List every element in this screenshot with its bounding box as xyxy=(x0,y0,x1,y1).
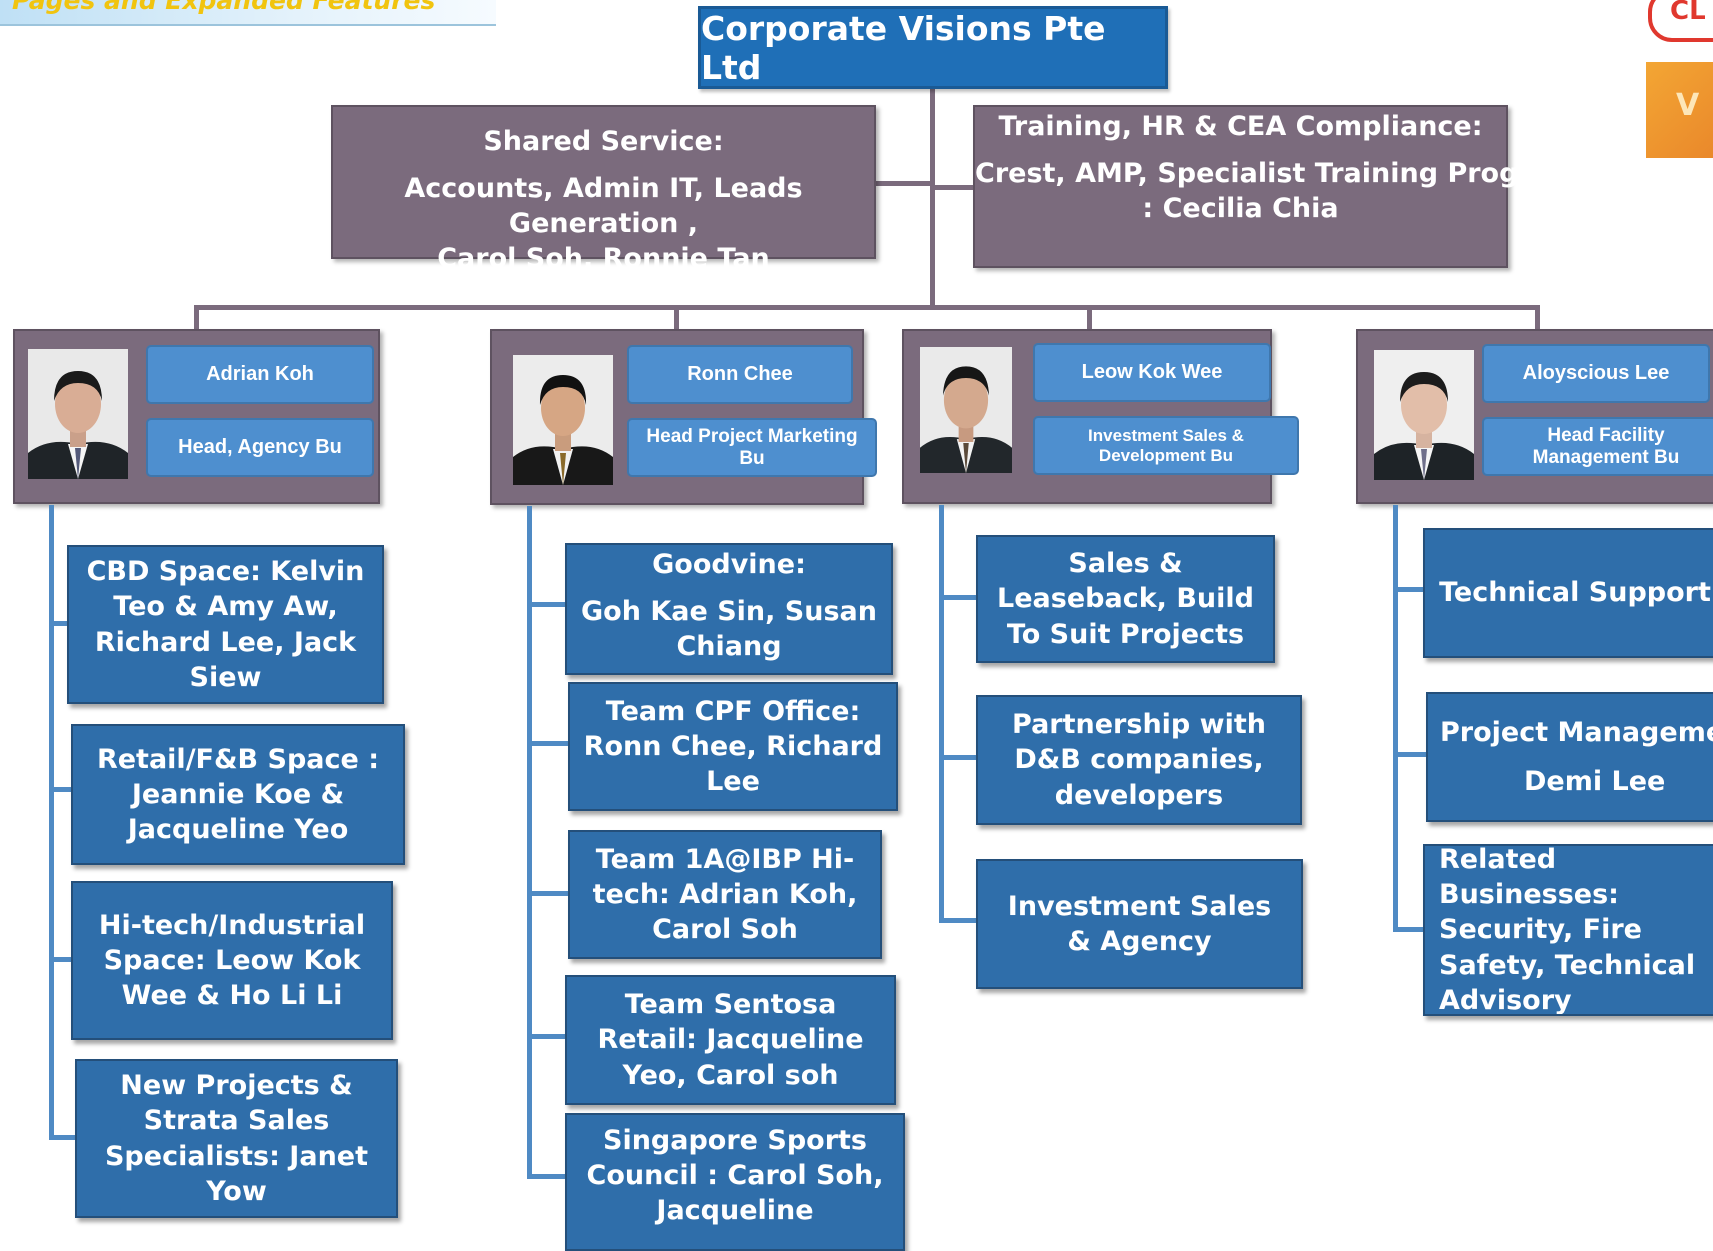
connector-fm-1 xyxy=(1393,587,1423,592)
connector-agency-1 xyxy=(49,621,69,626)
corner-logo: CL xyxy=(1648,0,1713,42)
team-project-management-label: Project Management xyxy=(1440,716,1713,748)
team-project-management: Project Management Demi Lee xyxy=(1426,692,1713,822)
team-cbd-space-label: CBD Space: Kelvin Teo & Amy Aw, Richard … xyxy=(86,556,365,693)
connector-shared-service xyxy=(876,181,935,186)
leader-name-4: Aloyscious Lee xyxy=(1482,344,1710,403)
connector-pm-3 xyxy=(527,891,568,896)
connector-pm-4 xyxy=(527,1034,565,1039)
team-sentosa-retail-label: Team Sentosa Retail: Jacqueline Yeo, Car… xyxy=(597,989,864,1091)
connector-inv-3 xyxy=(939,918,976,923)
team-1a-ibp-label: Team 1A@IBP Hi-tech: Adrian Koh, Carol S… xyxy=(592,843,858,946)
team-related-businesses: Related Businesses: Security, Fire Safet… xyxy=(1423,844,1713,1016)
connector-pm-5 xyxy=(527,1174,565,1179)
connector-inv-vertical xyxy=(939,505,944,923)
team-goodvine: Goodvine: Goh Kae Sin, Susan Chiang xyxy=(565,543,893,675)
team-project-management-owner: Demi Lee xyxy=(1524,766,1666,797)
shared-service-title: Shared Service: xyxy=(483,126,724,157)
team-partnership: Partnership with D&B companies, develope… xyxy=(976,695,1302,825)
leader-card-2: Ronn Chee Head Project Marketing Bu xyxy=(490,329,877,505)
shared-service-subtitle: Accounts, Admin IT, Leads Generation , xyxy=(404,173,803,240)
team-technical-support-label: Technical Support xyxy=(1439,577,1711,609)
connector-horizontal-bus xyxy=(194,305,1540,310)
team-1a-ibp: Team 1A@IBP Hi-tech: Adrian Koh, Carol S… xyxy=(568,830,882,959)
team-new-projects: New Projects & Strata Sales Specialists:… xyxy=(75,1059,398,1218)
connector-pm-1 xyxy=(527,602,565,607)
banner-text: Pages and Expanded Features xyxy=(12,0,436,15)
root-company-box: Corporate Visions Pte Ltd xyxy=(698,6,1168,89)
training-programs: Crest, AMP, Specialist Training Program xyxy=(975,158,1579,190)
connector-leader-2 xyxy=(674,305,679,330)
team-cpf-office-label: Team CPF Office: Ronn Chee, Richard Lee xyxy=(583,695,883,798)
team-goodvine-members: Goh Kae Sin, Susan Chiang xyxy=(581,596,877,663)
shared-service-box: Shared Service: Accounts, Admin IT, Lead… xyxy=(331,105,876,274)
team-technical-support: Technical Support xyxy=(1423,528,1713,658)
connector-agency-2 xyxy=(49,787,71,792)
leader-card-3: Leow Kok Wee Investment Sales & Developm… xyxy=(902,329,1299,504)
team-retail-space: Retail/F&B Space : Jeannie Koe & Jacquel… xyxy=(71,724,405,865)
team-retail-space-label: Retail/F&B Space : Jeannie Koe & Jacquel… xyxy=(96,743,380,846)
top-banner: Pages and Expanded Features xyxy=(0,0,496,26)
team-related-businesses-label: Related Businesses: Security, Fire Safet… xyxy=(1439,844,1696,1016)
connector-fm-3 xyxy=(1393,927,1423,932)
connector-root-vertical xyxy=(930,89,935,306)
team-sales-leaseback: Sales & Leaseback, Build To Suit Project… xyxy=(976,535,1275,663)
avatar xyxy=(513,355,613,485)
connector-training xyxy=(930,185,974,190)
connector-pm-2 xyxy=(527,741,568,746)
leader-name-1: Adrian Koh xyxy=(146,345,374,404)
avatar xyxy=(920,347,1012,473)
team-investment-sales: Investment Sales & Agency xyxy=(976,859,1303,989)
connector-pm-vertical xyxy=(527,506,532,1179)
team-sentosa-retail: Team Sentosa Retail: Jacqueline Yeo, Car… xyxy=(565,975,896,1105)
connector-leader-4 xyxy=(1535,305,1540,330)
leader-role-3: Investment Sales & Development Bu xyxy=(1033,416,1299,475)
corner-badge: V xyxy=(1646,62,1713,158)
training-title: Training, HR & CEA Compliance: xyxy=(998,111,1483,142)
team-investment-sales-label: Investment Sales & Agency xyxy=(1007,890,1272,957)
connector-agency-3 xyxy=(49,957,71,962)
leader-role-2: Head Project Marketing Bu xyxy=(627,418,877,477)
leader-card-1: Adrian Koh Head, Agency Bu xyxy=(13,329,380,504)
team-cpf-office: Team CPF Office: Ronn Chee, Richard Lee xyxy=(568,682,898,811)
connector-agency-4 xyxy=(49,1135,75,1140)
connector-fm-2 xyxy=(1393,752,1426,757)
team-sports-council-label: Singapore Sports Council : Carol Soh, Ja… xyxy=(586,1125,884,1227)
team-sales-leaseback-label: Sales & Leaseback, Build To Suit Project… xyxy=(997,548,1254,650)
avatar xyxy=(1374,350,1474,480)
leader-name-3: Leow Kok Wee xyxy=(1033,343,1271,402)
corner-logo-text: CL xyxy=(1670,0,1706,26)
leader-role-1: Head, Agency Bu xyxy=(146,418,374,477)
team-cbd-space: CBD Space: Kelvin Teo & Amy Aw, Richard … xyxy=(67,545,384,704)
training-box: Training, HR & CEA Compliance: Crest, AM… xyxy=(973,105,1579,268)
avatar xyxy=(28,349,128,479)
team-new-projects-label: New Projects & Strata Sales Specialists:… xyxy=(104,1070,369,1207)
connector-inv-2 xyxy=(939,755,976,760)
connector-inv-1 xyxy=(939,595,976,600)
leader-role-4: Head Facility Management Bu xyxy=(1482,417,1713,476)
leader-name-2: Ronn Chee xyxy=(627,345,853,404)
connector-leader-1 xyxy=(194,305,199,330)
team-sports-council: Singapore Sports Council : Carol Soh, Ja… xyxy=(565,1113,905,1251)
team-goodvine-title: Goodvine: xyxy=(652,549,806,580)
corner-badge-text: V xyxy=(1676,88,1700,123)
connector-fm-vertical xyxy=(1393,505,1398,932)
connector-agency-vertical xyxy=(49,505,54,1140)
connector-leader-3 xyxy=(1087,305,1092,330)
leader-card-4: Aloyscious Lee Head Facility Management … xyxy=(1356,329,1713,504)
root-title: Corporate Visions Pte Ltd xyxy=(701,8,1106,87)
team-hitech-space-label: Hi-tech/Industrial Space: Leow Kok Wee &… xyxy=(98,909,366,1012)
shared-service-people: Carol Soh, Ronnie Tan xyxy=(437,243,770,275)
team-hitech-space: Hi-tech/Industrial Space: Leow Kok Wee &… xyxy=(71,881,393,1040)
team-partnership-label: Partnership with D&B companies, develope… xyxy=(1012,709,1266,811)
training-owner: : Cecilia Chia xyxy=(1142,193,1339,225)
